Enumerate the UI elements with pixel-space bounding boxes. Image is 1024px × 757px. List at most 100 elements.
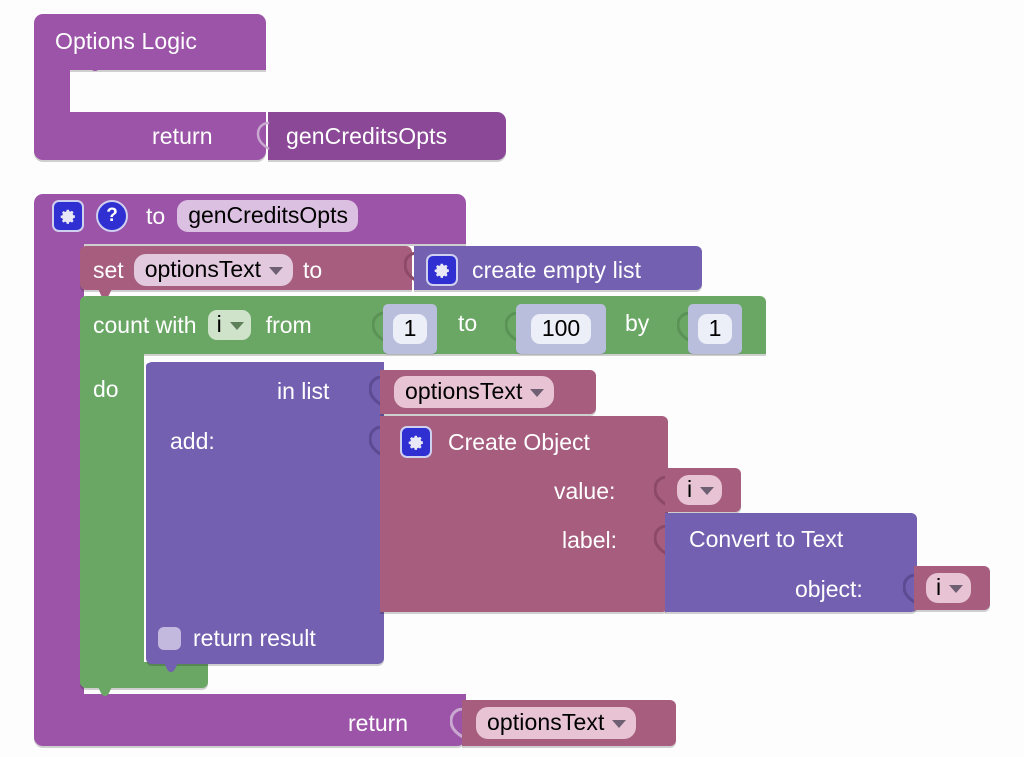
procedure-header-row: ? to genCreditsOpts — [52, 200, 358, 232]
in-list-row: in list — [277, 378, 329, 405]
create-empty-list-block[interactable]: create empty list — [414, 246, 702, 290]
count-to-number-block[interactable]: 100 — [516, 304, 606, 354]
count-loop-row: count with i from — [93, 310, 312, 340]
in-list-socket — [369, 376, 383, 406]
options-logic-header[interactable]: Options Logic — [34, 14, 266, 70]
create-object-label-row: label: — [562, 527, 617, 554]
convert-to-text-block[interactable] — [665, 513, 917, 612]
create-object-value-label: value: — [554, 478, 616, 504]
procedure-to-label: to — [146, 202, 166, 229]
set-variable-row: set optionsText to — [93, 254, 322, 286]
count-to-socket — [505, 312, 519, 342]
options-logic-return-row: return — [152, 125, 213, 148]
options-logic-title: Options Logic — [55, 28, 197, 54]
convert-object-label: object: — [795, 576, 863, 602]
convert-object-socket — [903, 574, 917, 604]
loop-variable-dropdown[interactable]: i — [207, 310, 251, 340]
procedure-return-label: return — [348, 710, 409, 736]
set-variable-name: optionsText — [144, 256, 262, 282]
convert-object-variable-block[interactable]: i — [914, 566, 990, 610]
options-logic-left-spine — [34, 62, 70, 117]
options-logic-title-row: Options Logic — [55, 30, 197, 53]
procedure-left-spine — [34, 240, 84, 698]
add-row: add: — [170, 428, 215, 455]
value-variable-dropdown[interactable]: i — [677, 475, 723, 505]
set-block-bottom-notch — [80, 288, 140, 300]
help-icon[interactable]: ? — [96, 200, 128, 232]
gear-icon[interactable] — [52, 200, 84, 232]
add-items-top-notch — [146, 362, 206, 375]
set-to-label: to — [303, 256, 323, 283]
create-object-value-variable-block[interactable]: i — [665, 468, 741, 512]
count-by-socket — [677, 312, 691, 342]
create-empty-list-row: create empty list — [426, 254, 641, 286]
count-by-label-row: by — [625, 310, 649, 337]
convert-to-text-title-row: Convert to Text — [689, 526, 843, 553]
procedure-bottom-bar[interactable] — [34, 694, 466, 746]
procedure-return-row: return — [348, 710, 408, 737]
count-to-label: to — [458, 310, 478, 336]
chevron-down-icon[interactable] — [229, 321, 244, 330]
gear-icon[interactable] — [400, 426, 432, 458]
return-result-checkbox[interactable] — [158, 627, 181, 650]
return-result-label: return result — [193, 625, 316, 651]
count-to-label-row: to — [458, 310, 477, 337]
create-object-label-socket — [654, 525, 668, 555]
count-loop-bottom-bar — [80, 662, 208, 688]
options-logic-return-label: return — [152, 123, 213, 149]
create-object-title-row: Create Object — [400, 426, 590, 458]
procedure-name-field[interactable]: genCreditsOpts — [177, 200, 358, 232]
in-list-variable-block[interactable]: optionsText — [380, 370, 596, 414]
count-loop-left-spine — [80, 352, 144, 684]
procedure-return-variable-name: optionsText — [487, 709, 605, 735]
gen-credits-opts-call-block[interactable]: genCreditsOpts — [268, 112, 506, 160]
in-list-label: in list — [277, 378, 330, 404]
convert-object-variable-name: i — [936, 574, 942, 600]
convert-object-variable-dropdown[interactable]: i — [926, 573, 972, 603]
create-empty-list-label: create empty list — [472, 256, 642, 283]
chevron-down-icon[interactable] — [949, 584, 964, 593]
return-socket-notch — [256, 121, 270, 151]
count-from-number-block[interactable]: 1 — [383, 304, 437, 354]
count-by-label: by — [625, 310, 650, 336]
gear-icon[interactable] — [426, 254, 458, 286]
add-label: add: — [170, 428, 215, 454]
count-loop-bottom-notch — [80, 686, 140, 698]
convert-to-text-title: Convert to Text — [689, 526, 844, 552]
create-object-value-socket — [654, 476, 668, 506]
options-logic-return-bar[interactable]: return — [34, 112, 266, 160]
convert-object-row: object: — [795, 576, 863, 603]
in-list-variable-name: optionsText — [405, 378, 523, 404]
count-by-number-block[interactable]: 1 — [688, 304, 742, 354]
procedure-return-value-block[interactable]: optionsText — [462, 700, 676, 746]
value-variable-name: i — [687, 476, 693, 502]
options-logic-slot-notch — [70, 61, 130, 75]
set-label: set — [93, 256, 124, 283]
create-object-label-label: label: — [562, 527, 617, 553]
in-list-variable-dropdown[interactable]: optionsText — [394, 376, 555, 408]
gen-credits-opts-call-row: genCreditsOpts — [286, 125, 447, 148]
do-label: do — [93, 376, 119, 402]
gen-credits-opts-call-label: genCreditsOpts — [286, 123, 448, 149]
procedure-return-socket — [450, 708, 464, 738]
add-items-bottom-notch — [146, 662, 206, 674]
count-to-value[interactable]: 100 — [530, 314, 592, 344]
chevron-down-icon[interactable] — [269, 266, 284, 275]
count-by-value[interactable]: 1 — [697, 314, 733, 344]
return-result-row[interactable]: return result — [158, 625, 316, 652]
chevron-down-icon[interactable] — [530, 388, 545, 397]
count-with-label: count with — [93, 311, 197, 338]
count-from-socket — [372, 312, 386, 342]
chevron-down-icon[interactable] — [700, 486, 715, 495]
create-object-value-row: value: — [554, 478, 615, 505]
count-from-label: from — [265, 311, 312, 338]
chevron-down-icon[interactable] — [612, 719, 627, 728]
loop-variable-name: i — [216, 311, 222, 337]
procedure-return-variable-dropdown[interactable]: optionsText — [476, 707, 637, 739]
count-from-value[interactable]: 1 — [392, 314, 428, 344]
add-item-socket — [369, 426, 383, 456]
set-variable-dropdown[interactable]: optionsText — [133, 254, 294, 286]
set-value-socket — [404, 252, 418, 282]
add-items-to-list-block[interactable] — [146, 362, 384, 664]
